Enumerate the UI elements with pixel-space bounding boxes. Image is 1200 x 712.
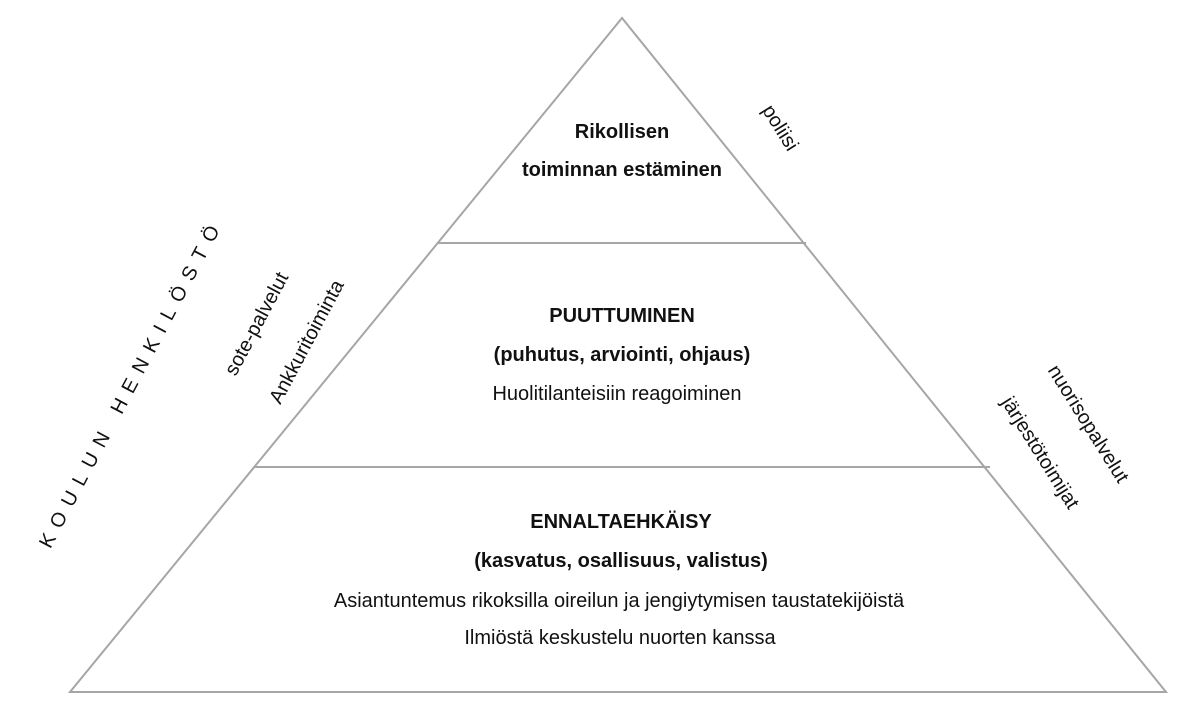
middle-tier-subtitle: (puhutus, arviointi, ohjaus) [493, 344, 751, 366]
top-tier-line2: toiminnan estäminen [521, 159, 723, 181]
bottom-tier-title: ENNALTAEHKÄISY [530, 511, 712, 533]
middle-tier-text: Huolitilanteisiin reagoiminen [492, 383, 742, 405]
middle-tier-title: PUUTTUMINEN [549, 305, 695, 327]
bottom-tier-subtitle: (kasvatus, osallisuus, valistus) [474, 550, 768, 572]
bottom-tier-line1: Asiantuntemus rikoksilla oireilun ja jen… [333, 590, 905, 612]
top-tier-line1: Rikollisen [574, 121, 670, 143]
pyramid-outline [67, 16, 1169, 693]
bottom-tier-line2: Ilmiöstä keskustelu nuorten kanssa [464, 627, 776, 649]
